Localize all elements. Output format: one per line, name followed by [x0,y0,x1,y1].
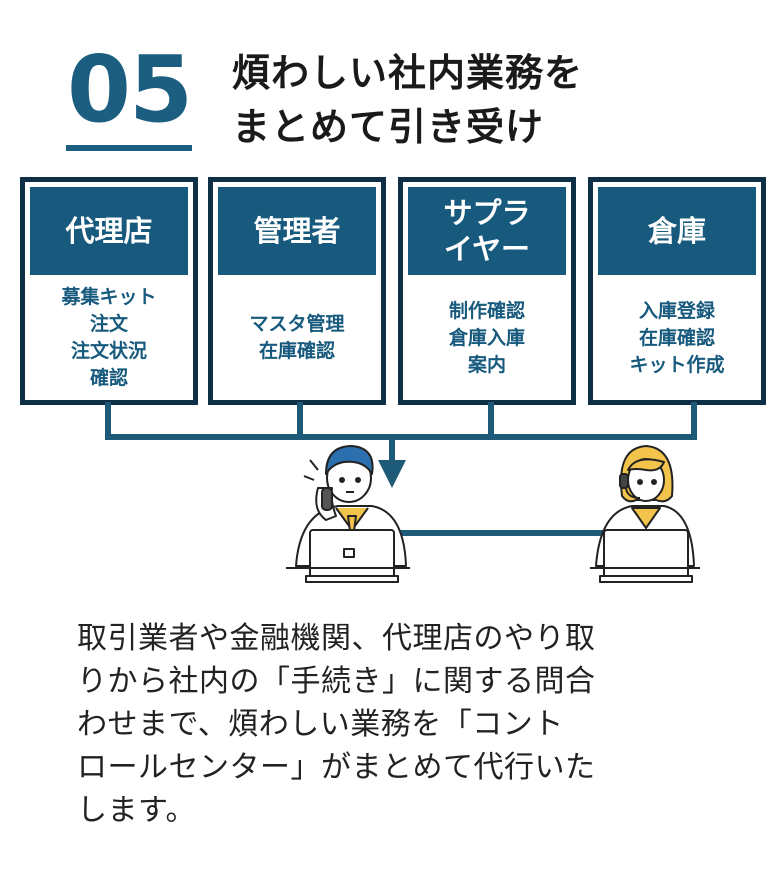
card-body: マスタ管理 在庫確認 [218,282,376,394]
section-number: 05 [66,36,193,143]
description-line: 取引業者や金融機関、代理店のやり取 [77,621,596,656]
operator-man-on-phone-icon [286,445,410,583]
card-header: 倉庫 [598,187,756,275]
card-title: 代理店 [65,214,153,248]
section-title: 煩わしい社内業務を まとめて引き受け [232,46,752,154]
card-warehouse: 倉庫 入庫登録 在庫確認 キット作成 [588,177,766,405]
title-line: 煩わしい社内業務を [232,51,584,95]
description-line: します。 [77,793,196,828]
card-supplier: サプラ イヤー 制作確認 倉庫入庫 案内 [398,177,576,405]
description-line: ロールセンター」がまとめて代行いた [77,750,596,785]
description-line: りから社内の「手続き」に関する問合 [77,664,596,699]
card-items: 募集キット 注文 注文状況 確認 [61,286,157,389]
title-line: まとめて引き受け [232,105,545,149]
description-paragraph: 取引業者や金融機関、代理店のやり取 りから社内の「手続き」に関する問合 わせまで… [77,617,717,832]
card-items: 制作確認 倉庫入庫 案内 [448,299,525,376]
section-number-underline [66,145,192,151]
card-header: サプラ イヤー [408,187,566,275]
card-body: 入庫登録 在庫確認 キット作成 [598,282,756,394]
card-items: マスタ管理 在庫確認 [249,313,345,362]
card-body: 制作確認 倉庫入庫 案内 [408,282,566,394]
operator-woman-headset-icon [590,445,700,583]
card-body: 募集キット 注文 注文状況 確認 [30,282,188,394]
card-header: 代理店 [30,187,188,275]
card-title: 倉庫 [647,214,706,248]
card-header: 管理者 [218,187,376,275]
description-line: わせまで、煩わしい業務を「コント [77,707,564,742]
arrow-down-icon [378,460,406,488]
card-title: 管理者 [253,214,341,248]
card-title: サプラ イヤー [443,196,531,266]
card-items: 入庫登録 在庫確認 キット作成 [629,299,725,376]
connector-diagram [105,402,700,583]
card-agency: 代理店 募集キット 注文 注文状況 確認 [20,177,198,405]
